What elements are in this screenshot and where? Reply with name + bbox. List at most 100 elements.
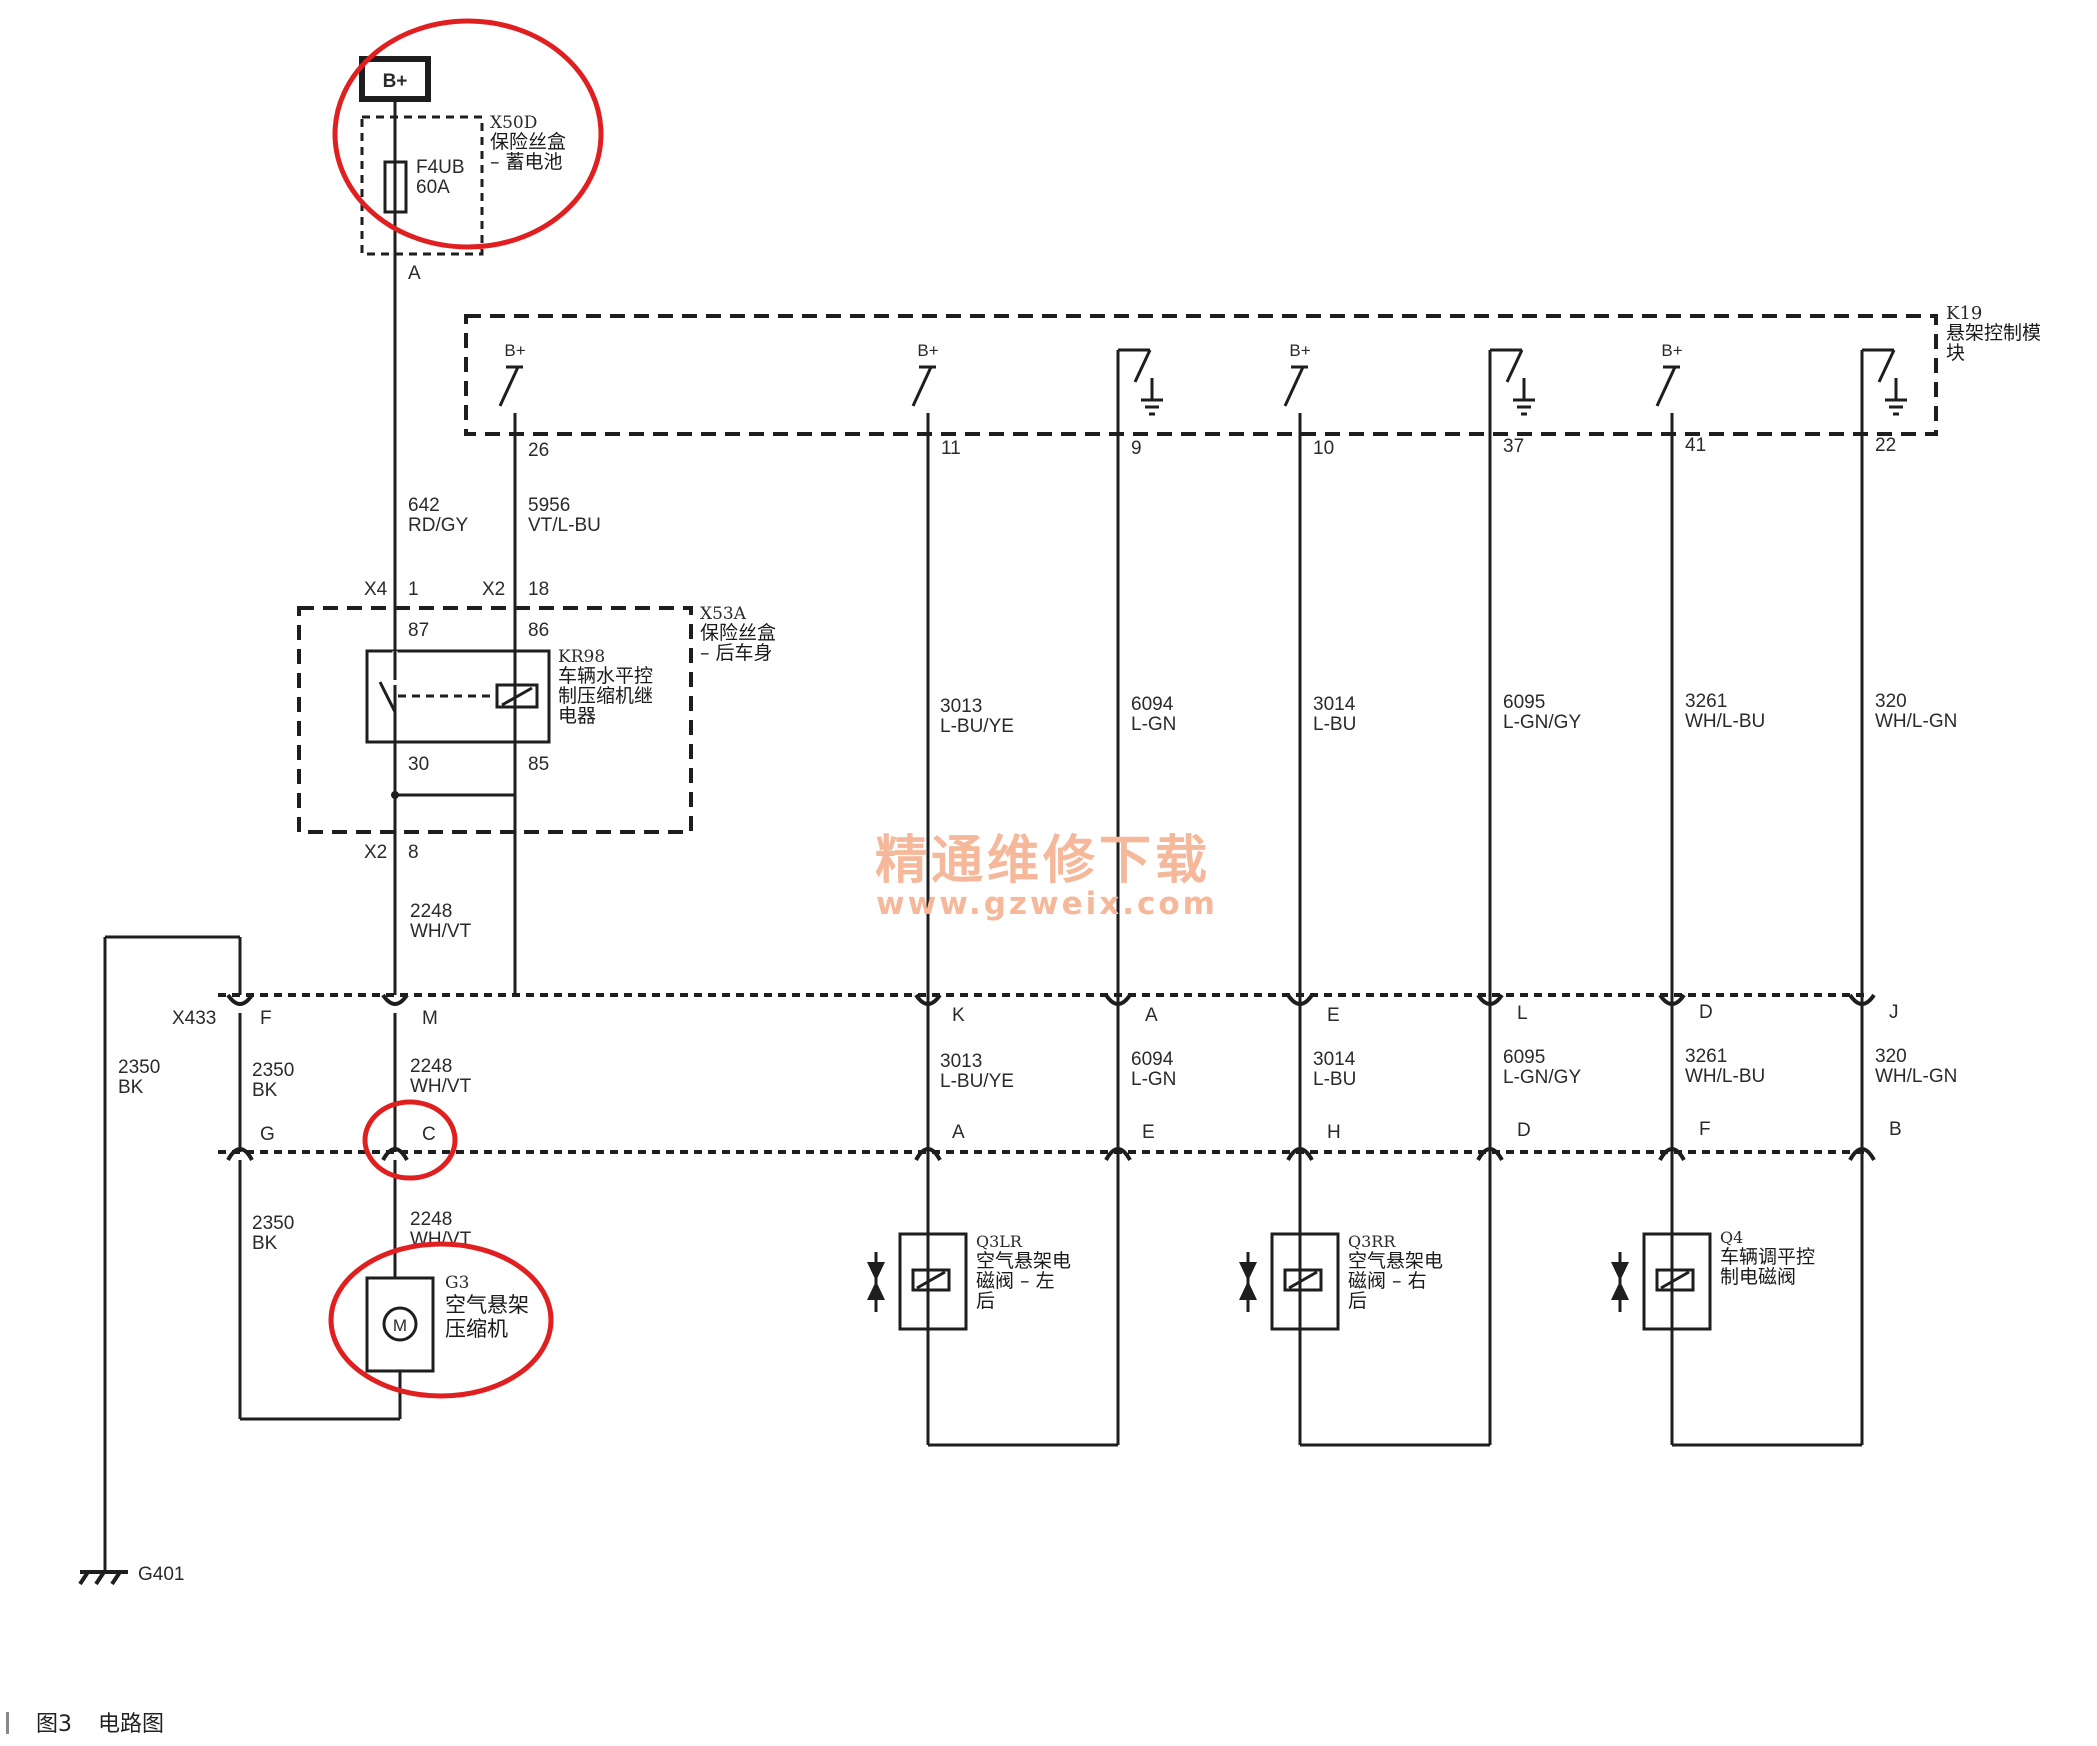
- svg-text:车辆水平控: 车辆水平控: [558, 665, 653, 687]
- solenoid-q3lr: Q3LR 空气悬架电 磁阀 – 左 后: [867, 1232, 1118, 1447]
- svg-text:L-BU/YE: L-BU/YE: [940, 1071, 1014, 1092]
- svg-text:WH/L-GN: WH/L-GN: [1875, 1066, 1957, 1087]
- svg-text:5956: 5956: [528, 495, 570, 516]
- relay-id: KR98: [558, 647, 605, 667]
- svg-text:电器: 电器: [558, 705, 596, 727]
- svg-text:磁阀 – 左: 磁阀 – 左: [976, 1270, 1055, 1292]
- module-name-line1: 悬架控制模: [1946, 322, 2041, 344]
- watermark: 精通维修下载 www.gzweix.com: [875, 830, 1215, 922]
- bplus-switch-26: B+: [498, 341, 526, 995]
- svg-text:B: B: [1889, 1119, 1902, 1140]
- svg-text:2248: 2248: [410, 1209, 452, 1230]
- svg-text:D: D: [1517, 1120, 1531, 1141]
- relay-box-sub: – 后车身: [700, 642, 773, 664]
- module-pin-41: 41: [1685, 435, 1706, 456]
- svg-text:后: 后: [976, 1290, 995, 1312]
- svg-text:2248: 2248: [410, 1056, 452, 1077]
- upper-wire-labels: 642 RD/GY 5956 VT/L-BU 3013 L-BU/YE 6094…: [408, 495, 1957, 942]
- svg-text:X2: X2: [364, 842, 387, 863]
- bplus-switch-11: B+: [911, 341, 939, 1445]
- figure-title: 电路图: [98, 1712, 164, 1737]
- svg-text:2350: 2350: [252, 1213, 294, 1234]
- svg-text:磁阀 – 右: 磁阀 – 右: [1348, 1270, 1427, 1292]
- svg-text:2350: 2350: [118, 1057, 160, 1078]
- module-pin-10: 10: [1313, 438, 1334, 459]
- battery-fuse-section: B+ F4UB 60A X50D 保险丝盒 – 蓄电池 A: [359, 56, 566, 995]
- relay-box-id: X53A: [700, 604, 747, 624]
- svg-text:30: 30: [408, 754, 429, 775]
- svg-text:M: M: [422, 1008, 438, 1029]
- svg-text:L-GN: L-GN: [1131, 714, 1176, 735]
- fuse-id: F4UB: [416, 157, 465, 178]
- svg-text:8: 8: [408, 842, 419, 863]
- svg-text:6095: 6095: [1503, 1047, 1545, 1068]
- svg-text:G3: G3: [445, 1273, 469, 1293]
- connector-row-top: X433: [172, 993, 1870, 1029]
- svg-text:车辆调平控: 车辆调平控: [1720, 1246, 1815, 1268]
- svg-text:3014: 3014: [1313, 1049, 1356, 1070]
- svg-text:86: 86: [528, 620, 549, 641]
- svg-text:A: A: [1145, 1005, 1158, 1026]
- svg-text:Q3RR: Q3RR: [1348, 1232, 1396, 1251]
- svg-text:L-GN/GY: L-GN/GY: [1503, 1067, 1581, 1088]
- battery-label: B+: [383, 71, 408, 92]
- svg-text:B+: B+: [1289, 341, 1310, 360]
- svg-text:K: K: [952, 1005, 965, 1026]
- highlight-fuse: [332, 18, 604, 250]
- svg-text:6095: 6095: [1503, 692, 1545, 713]
- fuse-box-id: X50D: [490, 113, 537, 133]
- svg-text:L: L: [1517, 1003, 1528, 1024]
- svg-text:WH/L-GN: WH/L-GN: [1875, 711, 1957, 732]
- highlight-compressor: [328, 1241, 554, 1399]
- svg-text:3261: 3261: [1685, 1046, 1727, 1067]
- svg-text:87: 87: [408, 620, 429, 641]
- svg-text:Q4: Q4: [1720, 1228, 1743, 1247]
- svg-text:空气悬架电: 空气悬架电: [976, 1250, 1071, 1272]
- svg-text:2248: 2248: [410, 901, 452, 922]
- svg-text:1: 1: [408, 579, 419, 600]
- fuse-rating: 60A: [416, 177, 450, 198]
- lower-wiring: 2350 BK 2350 BK 2350 BK 2248 WH/VT 2248 …: [78, 935, 1957, 1586]
- svg-text:H: H: [1327, 1122, 1341, 1143]
- svg-text:WH/L-BU: WH/L-BU: [1685, 1066, 1765, 1087]
- svg-text:BK: BK: [118, 1077, 144, 1098]
- svg-text:L-BU: L-BU: [1313, 1069, 1356, 1090]
- ground-switch-9: [1116, 348, 1163, 1445]
- solenoid-q4: Q4 车辆调平控 制电磁阀: [1611, 1228, 1862, 1447]
- highlight-connector-c: [362, 1099, 458, 1181]
- svg-text:A: A: [952, 1122, 965, 1143]
- svg-text:Q3LR: Q3LR: [976, 1232, 1023, 1251]
- svg-text:L-BU/YE: L-BU/YE: [940, 716, 1014, 737]
- svg-text:L-GN/GY: L-GN/GY: [1503, 712, 1581, 733]
- relay-fuse-box: X4 1 X2 18 X53A 保险丝盒 – 后车身 87 86 KR98 车辆…: [297, 579, 776, 863]
- svg-text:制压缩机继: 制压缩机继: [558, 685, 653, 707]
- svg-text:WH/L-BU: WH/L-BU: [1685, 711, 1765, 732]
- svg-text:6094: 6094: [1131, 694, 1174, 715]
- svg-text:VT/L-BU: VT/L-BU: [528, 515, 601, 536]
- solenoid-q3rr: Q3RR 空气悬架电 磁阀 – 右 后: [1239, 1232, 1490, 1447]
- svg-text:2350: 2350: [252, 1060, 294, 1081]
- svg-text:X4: X4: [364, 579, 388, 600]
- svg-text:M: M: [393, 1316, 407, 1335]
- svg-text:BK: BK: [252, 1080, 278, 1101]
- svg-text:E: E: [1327, 1005, 1340, 1026]
- relay-body: [365, 649, 551, 744]
- svg-text:WH/VT: WH/VT: [410, 1076, 472, 1097]
- svg-text:3014: 3014: [1313, 694, 1356, 715]
- svg-text:320: 320: [1875, 1046, 1907, 1067]
- svg-text:B+: B+: [917, 341, 938, 360]
- ground-switch-37: [1488, 348, 1535, 1445]
- fuse-box-name: 保险丝盒: [490, 131, 566, 153]
- svg-text:空气悬架电: 空气悬架电: [1348, 1250, 1443, 1272]
- connector-x433: X433: [172, 1008, 216, 1029]
- svg-text:L-GN: L-GN: [1131, 1069, 1176, 1090]
- ground-switch-22: [1860, 348, 1907, 1445]
- suspension-control-module: K19 悬架控制模 块 B+ B+ B+ B+: [464, 303, 2041, 1445]
- module-pin-26: 26: [528, 440, 549, 461]
- svg-text:3261: 3261: [1685, 691, 1727, 712]
- figure-caption: 图3 电路图: [6, 1712, 164, 1737]
- svg-text:后: 后: [1348, 1290, 1367, 1312]
- bplus-switch-41: B+: [1655, 341, 1683, 1445]
- svg-text:C: C: [422, 1124, 436, 1145]
- svg-text:J: J: [1889, 1002, 1899, 1023]
